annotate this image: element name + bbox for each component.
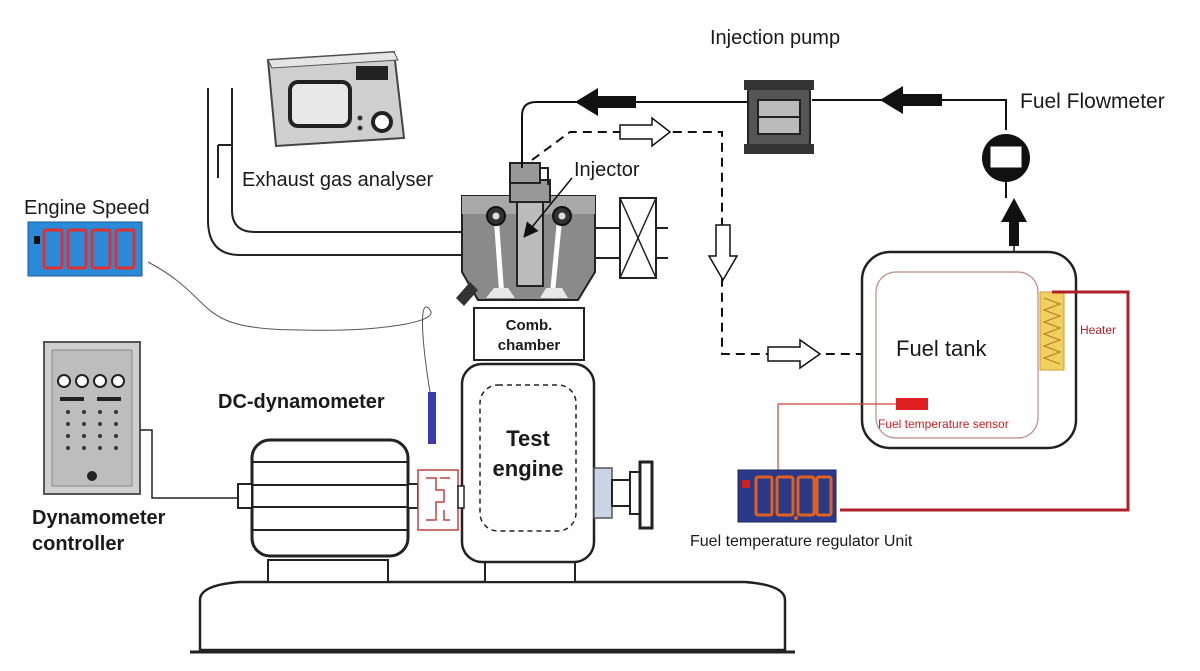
label-fuel-temperature-regulator-unit: Fuel temperature regulator Unit [690, 533, 913, 550]
label-heater: Heater [1080, 323, 1116, 337]
engine-speed-display [27, 221, 143, 277]
label-fuel-temperature-sensor: Fuel temperature sensor [878, 417, 1009, 431]
controller-cable [140, 429, 238, 499]
base-platform [190, 559, 795, 654]
label-injector: Injector [574, 159, 640, 181]
label-injection-pump: Injection pump [710, 27, 840, 49]
exhaust-gas-analyser-device [266, 50, 406, 148]
label-dc-dynamometer: DC-dynamometer [218, 391, 385, 413]
label-dynamometer-controller-line2: controller [32, 533, 124, 555]
fuel-flowmeter [982, 134, 1030, 198]
speed-sensor-wire [147, 261, 432, 393]
cylinder-head [456, 162, 596, 306]
dc-dynamometer [237, 438, 465, 558]
fuel-return-line [531, 116, 866, 370]
comb-chamber [473, 307, 585, 361]
label-fuel-tank: Fuel tank [896, 336, 987, 361]
label-test-engine-line1: Test [506, 426, 550, 451]
injector-pointer [523, 177, 573, 238]
exhaust-pipe [207, 88, 462, 256]
label-exhaust-gas-analyser: Exhaust gas analyser [242, 169, 434, 191]
label-test-engine-line2: engine [493, 456, 564, 481]
intake-filter [595, 197, 668, 279]
test-engine [460, 362, 654, 564]
fuel-tank [860, 250, 1078, 450]
label-engine-speed: Engine Speed [24, 197, 150, 219]
injection-pump [744, 80, 814, 154]
label-comb-chamber-line2: chamber [498, 337, 561, 354]
label-fuel-flowmeter: Fuel Flowmeter [1020, 90, 1165, 113]
heater-wires [777, 290, 1130, 512]
fuel-temperature-regulator-display [737, 469, 837, 523]
speed-sensor [428, 392, 436, 444]
label-dynamometer-controller-line1: Dynamometer [32, 507, 166, 529]
label-comb-chamber-line1: Comb. [506, 317, 553, 334]
dynamometer-controller [43, 341, 141, 495]
flow-arrows-solid [575, 86, 1027, 246]
